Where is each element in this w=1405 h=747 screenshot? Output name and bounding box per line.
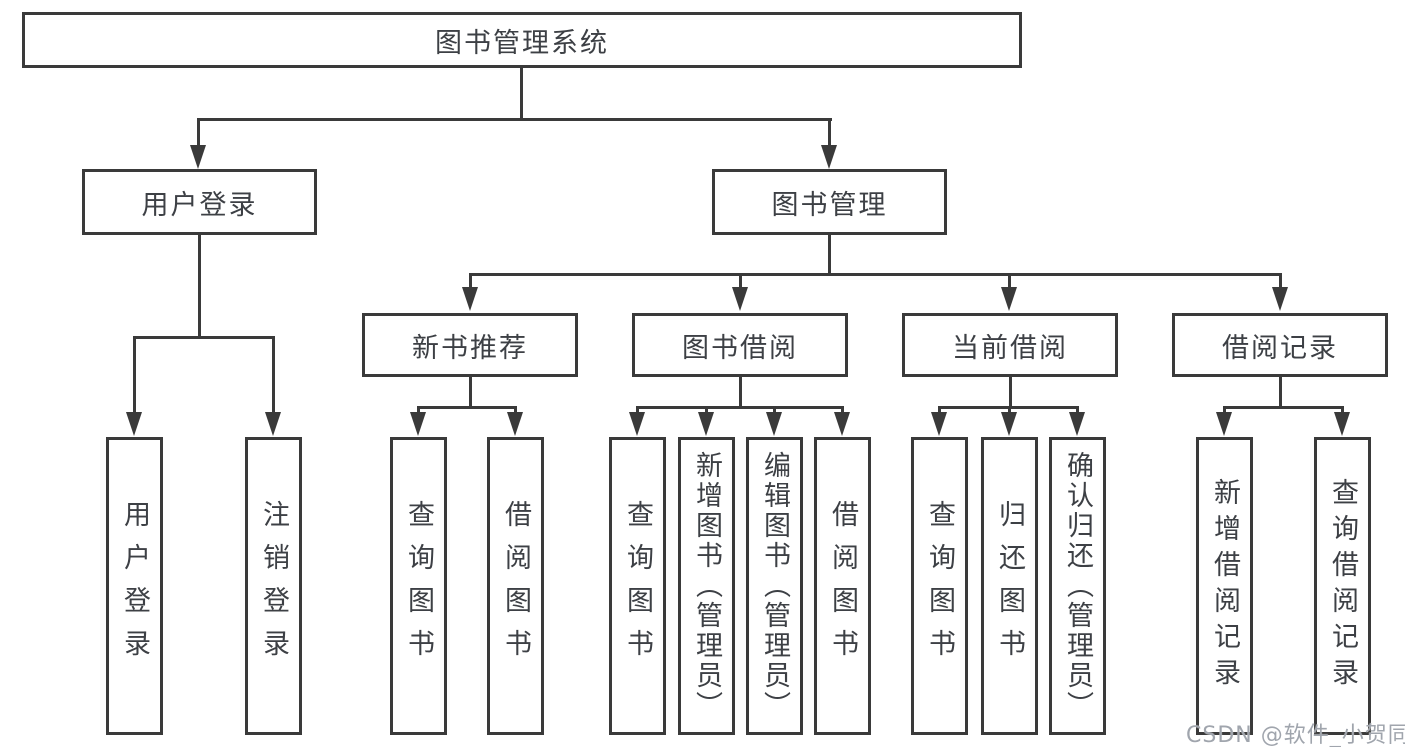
leaf-confirm-return-admin: 确认归还（管理员） — [1049, 437, 1106, 735]
leaf-label: 查询图书 — [924, 500, 955, 672]
connector-book-management-stem — [828, 235, 831, 273]
connector-drop — [636, 406, 639, 414]
leaf-label: 确认归还（管理员） — [1062, 451, 1093, 721]
leaf-label: 新增借阅记录 — [1209, 478, 1240, 694]
node-new-book-recommend: 新书推荐 — [362, 313, 578, 377]
connector-drop — [705, 406, 708, 414]
node-current-borrowing-label: 当前借阅 — [952, 332, 1068, 364]
connector-drop — [1008, 273, 1011, 289]
connector-root-rail — [197, 118, 832, 121]
connector-drop — [469, 273, 472, 289]
node-book-borrowing: 图书借阅 — [632, 313, 848, 377]
connector-user-login-rail — [133, 336, 274, 339]
connector-current-borrowing-stem — [1009, 377, 1012, 406]
arrowhead-down-icon — [629, 412, 645, 436]
leaf-logout: 注销登录 — [245, 437, 302, 735]
connector-drop — [133, 336, 136, 414]
connector-user-login-stem — [198, 235, 201, 336]
connector-borrowing-records-rail — [1223, 406, 1344, 409]
connector-new-book-rail — [417, 406, 517, 409]
leaf-add-borrow-record: 新增借阅记录 — [1196, 437, 1253, 735]
leaf-label: 查询图书 — [622, 500, 653, 672]
arrowhead-down-icon — [507, 412, 523, 436]
arrowhead-down-icon — [190, 145, 206, 169]
node-user-login-label: 用户登录 — [141, 189, 258, 221]
leaf-query-books-borrowing: 查询图书 — [609, 437, 666, 735]
arrowhead-down-icon — [766, 412, 782, 436]
leaf-label: 新增图书（管理员） — [691, 451, 722, 721]
leaf-label: 用户登录 — [119, 500, 150, 672]
leaf-label: 注销登录 — [258, 500, 289, 672]
leaf-user-login: 用户登录 — [106, 437, 163, 735]
arrowhead-down-icon — [834, 412, 850, 436]
connector-book-borrowing-stem — [739, 377, 742, 406]
node-book-management-label: 图书管理 — [771, 189, 888, 221]
connector-drop — [773, 406, 776, 414]
arrowhead-down-icon — [931, 412, 947, 436]
leaf-label: 借阅图书 — [827, 500, 858, 672]
connector-drop — [828, 118, 831, 148]
leaf-return-books: 归还图书 — [981, 437, 1038, 735]
arrowhead-down-icon — [1001, 412, 1017, 436]
arrowhead-down-icon — [410, 412, 426, 436]
arrowhead-down-icon — [1069, 412, 1085, 436]
leaf-query-borrow-record: 查询借阅记录 — [1314, 437, 1371, 735]
node-book-borrowing-label: 图书借阅 — [682, 332, 798, 364]
arrowhead-down-icon — [821, 145, 837, 169]
connector-drop — [1076, 406, 1079, 414]
arrowhead-down-icon — [1334, 412, 1350, 436]
leaf-label: 归还图书 — [994, 500, 1025, 672]
arrowhead-down-icon — [1272, 287, 1288, 311]
node-new-book-recommend-label: 新书推荐 — [412, 332, 528, 364]
node-user-login: 用户登录 — [82, 169, 317, 235]
connector-drop — [841, 406, 844, 414]
arrowhead-down-icon — [732, 287, 748, 311]
connector-root-stem — [520, 68, 523, 118]
connector-new-book-stem — [469, 377, 472, 406]
node-borrowing-records-label: 借阅记录 — [1222, 332, 1338, 364]
arrowhead-down-icon — [462, 287, 478, 311]
arrowhead-down-icon — [126, 412, 142, 436]
leaf-label: 借阅图书 — [500, 500, 531, 672]
connector-drop — [1341, 406, 1344, 414]
arrowhead-down-icon — [1001, 287, 1017, 311]
connector-drop — [1223, 406, 1226, 414]
leaf-borrow-books-recommend: 借阅图书 — [487, 437, 544, 735]
connector-drop — [514, 406, 517, 414]
connector-borrowing-records-stem — [1279, 377, 1282, 406]
leaf-query-books-recommend: 查询图书 — [390, 437, 447, 735]
node-current-borrowing: 当前借阅 — [902, 313, 1118, 377]
leaf-label: 查询借阅记录 — [1327, 478, 1358, 694]
arrowhead-down-icon — [698, 412, 714, 436]
node-book-management: 图书管理 — [712, 169, 947, 235]
leaf-query-books-current: 查询图书 — [911, 437, 968, 735]
connector-drop — [272, 336, 275, 414]
connector-book-management-rail — [469, 273, 1282, 276]
leaf-label: 编辑图书（管理员） — [759, 451, 790, 721]
connector-drop — [739, 273, 742, 289]
leaf-borrow-books: 借阅图书 — [814, 437, 871, 735]
node-root-label: 图书管理系统 — [435, 27, 609, 59]
connector-drop — [1008, 406, 1011, 414]
leaf-label: 查询图书 — [403, 500, 434, 672]
csdn-watermark: CSDN @软件_小贺同学 — [1186, 723, 1405, 747]
arrowhead-down-icon — [1216, 412, 1232, 436]
connector-book-borrowing-rail — [636, 406, 843, 409]
arrowhead-down-icon — [265, 412, 281, 436]
leaf-edit-books-admin: 编辑图书（管理员） — [746, 437, 803, 735]
node-root: 图书管理系统 — [22, 12, 1022, 68]
node-borrowing-records: 借阅记录 — [1172, 313, 1388, 377]
connector-drop — [417, 406, 420, 414]
connector-drop — [1279, 273, 1282, 289]
connector-drop — [938, 406, 941, 414]
leaf-add-books-admin: 新增图书（管理员） — [678, 437, 735, 735]
connector-drop — [197, 118, 200, 148]
